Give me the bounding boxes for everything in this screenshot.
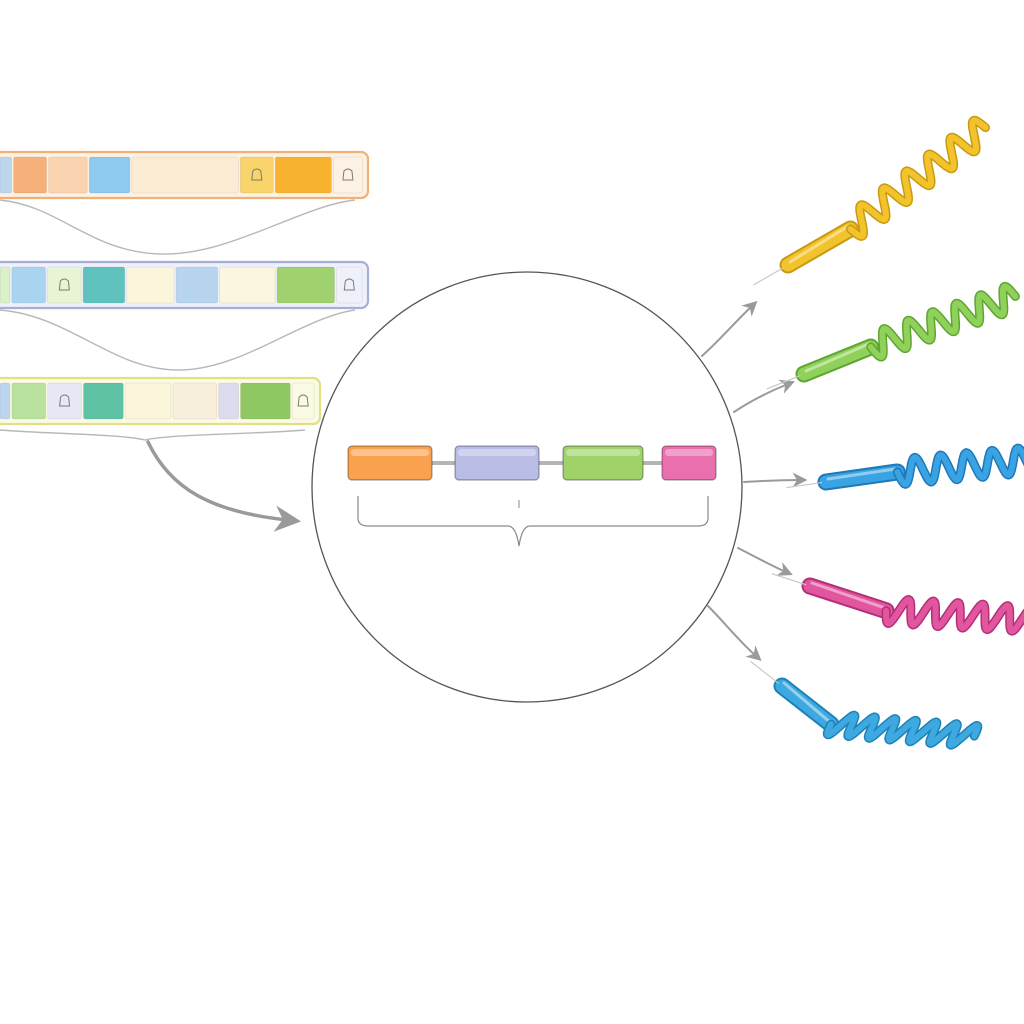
strip-lime [0, 376, 322, 426]
strip-segment [274, 156, 332, 194]
magnified-view-circle [311, 271, 743, 703]
strip-segment [83, 382, 124, 420]
helix-tail [753, 266, 785, 286]
strip-segment [0, 156, 13, 194]
strip-segment [172, 382, 218, 420]
helix-rod-shine [788, 224, 850, 264]
arrow-to-helix-yellow [701, 300, 758, 357]
bell-glyph-icon [59, 394, 71, 407]
bell-glyph-icon [342, 168, 354, 181]
helix-coil [824, 712, 981, 749]
bell-glyph-icon [251, 168, 263, 181]
arrow-to-helix-blue [743, 472, 808, 488]
helix-pink [771, 573, 1024, 636]
strip-segment [276, 266, 335, 304]
domain-highlight [566, 449, 640, 456]
strip-segment [175, 266, 219, 304]
strip-segment [218, 382, 239, 420]
domain-orange [347, 445, 433, 481]
helix-rod [819, 465, 904, 489]
strip-segment [333, 156, 363, 194]
strip-segment [291, 382, 315, 420]
strip-segment [13, 156, 47, 194]
helix-rod-shine [804, 342, 871, 373]
helix-tail [766, 374, 801, 390]
sequence-strips [0, 150, 370, 426]
strip-orange [0, 150, 370, 200]
strip-segment [11, 266, 46, 304]
strip-segment [47, 382, 82, 420]
helix-coil [894, 445, 1024, 488]
helix-green [766, 281, 1020, 390]
helix-rod-shine [782, 681, 831, 723]
strip-segment [124, 382, 172, 420]
bell-glyph-icon [58, 278, 70, 291]
strip-lavender [0, 260, 370, 310]
helix-coil [847, 117, 989, 240]
funnel-connector-2 [0, 309, 356, 371]
strip-segment [336, 266, 363, 304]
strip-segment [48, 156, 88, 194]
domain-lavender [454, 445, 540, 481]
protein-helices [750, 115, 1024, 750]
helix-rod [775, 679, 838, 731]
domain-chain [347, 445, 717, 481]
helix-rod-shine [826, 467, 897, 481]
bell-glyph-icon [297, 394, 309, 407]
funnel-connector-1 [0, 199, 356, 255]
helix-coil [867, 283, 1019, 360]
domain-pink [661, 445, 717, 481]
helix-rod-shine [810, 581, 886, 610]
strip-segment [82, 266, 126, 304]
strip-segment [131, 156, 239, 194]
helix-yellow [753, 115, 990, 286]
output-arrows [701, 300, 808, 661]
strip-segment [11, 382, 47, 420]
domain-highlight [665, 449, 713, 456]
strip-segment [47, 266, 82, 304]
arrow-to-helix-pink [737, 547, 793, 576]
strip-segment [0, 266, 11, 304]
helix-cyan [750, 660, 983, 750]
strip-segment [126, 266, 175, 304]
helix-rod [797, 340, 878, 381]
bell-glyph-icon [343, 278, 355, 291]
helix-rod [803, 579, 893, 618]
domain-highlight [351, 449, 429, 456]
helix-tail [771, 573, 807, 586]
arrow-to-helix-cyan [707, 605, 762, 661]
arrow-to-helix-green [733, 379, 795, 413]
curved-arrow-icon [146, 440, 302, 532]
domain-green [562, 445, 644, 481]
helix-tail [750, 660, 780, 685]
curly-brace-icon [357, 496, 709, 547]
helix-blue [786, 443, 1024, 491]
helix-coil [883, 596, 1024, 635]
strip-connectors [0, 199, 356, 441]
helix-tail [786, 481, 823, 489]
strip-segment [219, 266, 276, 304]
strip-segment [240, 382, 291, 420]
funnel-connector-3 [0, 429, 306, 441]
strip-segment [0, 382, 11, 420]
domain-highlight [458, 449, 536, 456]
strip-segment [239, 156, 274, 194]
strip-segment [88, 156, 131, 194]
helix-rod [781, 222, 857, 272]
